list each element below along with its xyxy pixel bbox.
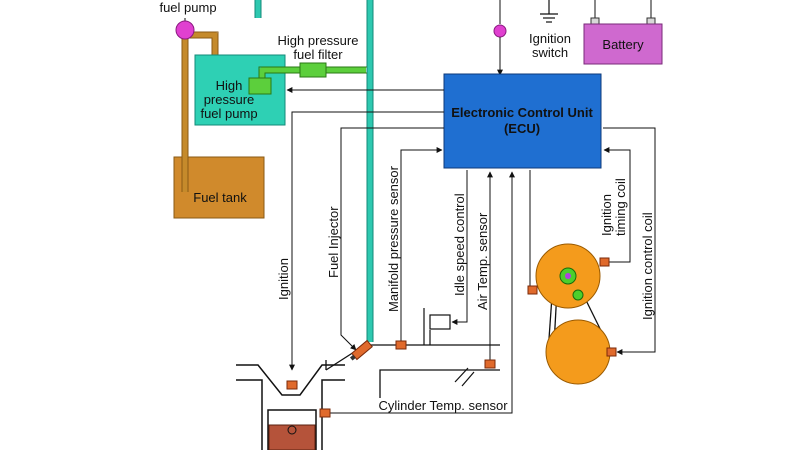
control-coil-label: Ignition control coil [640, 212, 655, 320]
high-pressure-fuel-filter [299, 62, 327, 78]
low-pressure-fuel-line-inner [181, 31, 219, 192]
hp-filter-label-1: High pressure [278, 33, 359, 48]
hp-pump-label-2: pressure [204, 92, 255, 107]
ecu-fuel-injector-line [340, 127, 444, 351]
fuel-injector [349, 339, 373, 361]
manifold-pressure-label: Manifold pressure sensor [386, 165, 401, 312]
hp-pump-regulator [248, 77, 272, 95]
ecu-distributor-line [529, 170, 535, 291]
fuel-injector-label: Fuel Injector [326, 206, 341, 278]
air-temp-sensor [484, 359, 496, 369]
air-temp-label: Air Temp. sensor [475, 212, 490, 310]
idle-speed-label: Idle speed control [452, 193, 467, 296]
high-pressure-fuel-line [255, 0, 373, 342]
cylinder-temp-sensor [319, 408, 331, 418]
fuel-pump-icon [175, 20, 195, 40]
manifold-pressure-sensor [395, 340, 407, 350]
engine-cylinder [236, 364, 345, 450]
ignition-switch-label-2: switch [532, 45, 568, 60]
ecu-label-2: (ECU) [504, 121, 540, 136]
battery-label: Battery [602, 37, 644, 52]
control-coil-sensor [606, 347, 617, 357]
ground-icon [540, 0, 558, 23]
timing-coil-sensor-left [527, 285, 538, 295]
timing-coil-sensor-right [599, 257, 610, 267]
piston-pin [287, 425, 297, 435]
timing-coil-label-1: Ignition [599, 194, 614, 236]
ecu-label-1: Electronic Control Unit [451, 105, 593, 120]
spark-plug [286, 380, 298, 390]
battery-terminal-left [590, 17, 600, 25]
throttle-valve [454, 367, 475, 387]
timing-coil-line [603, 147, 631, 263]
high-pressure-fuel-line-outline [254, 0, 374, 342]
idle-speed-control-line [451, 170, 468, 325]
hp-filter-label-2: fuel filter [293, 47, 343, 62]
idle-speed-valve [423, 308, 451, 345]
timing-coil-label-2: timing coil [613, 178, 628, 236]
manifold-pressure-line [400, 147, 443, 342]
ignition-switch-label-1: Ignition [529, 31, 571, 46]
ecu-ignition-line [289, 111, 444, 371]
hp-pump-label-1: High [216, 78, 243, 93]
hp-pump-label-3: fuel pump [200, 106, 257, 121]
battery [583, 23, 663, 65]
cylinder-temp-line [330, 171, 515, 414]
ignition-label: Ignition [276, 258, 291, 300]
filter-fuel-line [259, 67, 366, 80]
cylinder-temp-label: Cylinder Temp. sensor [378, 398, 508, 413]
ecu [443, 73, 602, 169]
battery-terminal-right [646, 17, 656, 25]
timing-rotor-center [565, 273, 571, 279]
fuel-tank [173, 156, 265, 219]
ignition-control-coil [545, 319, 611, 385]
fuel-pump-label: fuel pump [159, 0, 216, 15]
low-pressure-fuel-line [182, 32, 218, 192]
fuel-tank-label: Fuel tank [193, 190, 247, 205]
piston [268, 424, 316, 450]
belt-pulley [572, 289, 584, 301]
ignition-switch-icon [493, 24, 507, 38]
control-coil-line [603, 127, 656, 355]
